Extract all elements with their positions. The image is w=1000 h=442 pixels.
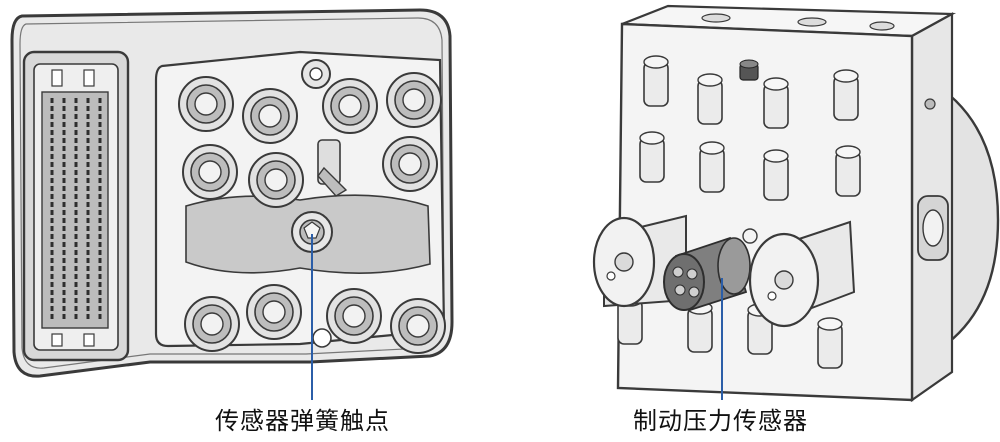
vent-screw bbox=[739, 59, 759, 81]
wiring-connector bbox=[22, 50, 130, 362]
label-sensor-spring-contact: 传感器弹簧触点 bbox=[215, 407, 390, 435]
hydraulic-block-right bbox=[592, 4, 1000, 403]
brake-cylinder-right bbox=[748, 220, 856, 328]
label-brake-pressure-sensor: 制动压力传感器 bbox=[633, 407, 808, 435]
sensor-spring-contact bbox=[291, 211, 333, 253]
brake-pressure-sensor bbox=[663, 228, 758, 312]
control-unit-left bbox=[10, 8, 454, 378]
sensor-well bbox=[317, 139, 348, 197]
